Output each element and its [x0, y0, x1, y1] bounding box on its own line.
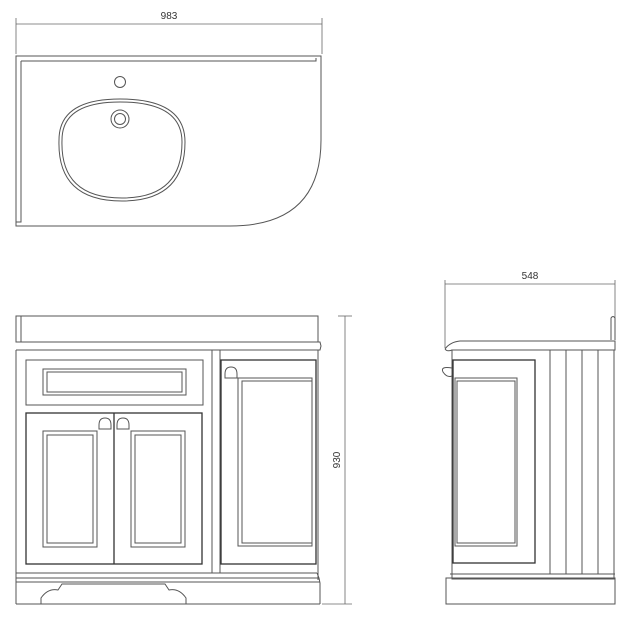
depth-dimension-label: 548	[522, 271, 539, 282]
height-dimension-label: 930	[332, 451, 343, 468]
door-handle-icon	[224, 366, 238, 379]
tap-hole-icon	[114, 76, 126, 88]
top-view: 983	[15, 11, 323, 227]
side-view: 548	[441, 271, 616, 605]
drain-icon	[114, 113, 126, 125]
front-view: 930	[15, 315, 352, 605]
plinth-cutout	[40, 583, 187, 604]
width-dimension-label: 983	[161, 11, 178, 22]
door-handle-icon	[98, 417, 112, 430]
door-handle-icon	[116, 417, 130, 430]
basin-outline	[61, 101, 183, 199]
